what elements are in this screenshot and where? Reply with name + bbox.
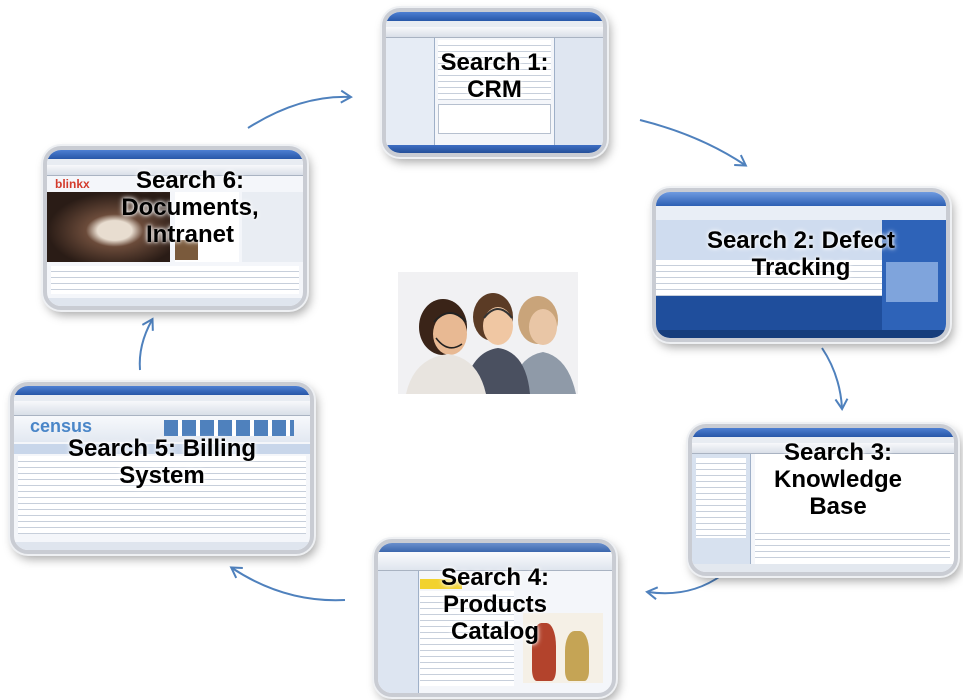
- billing-system-label-line-2: System: [119, 461, 205, 489]
- crm-label-line-1: Search 1:: [440, 49, 549, 76]
- documents-intranet-label-line-1: Search 6:: [135, 167, 245, 194]
- card-knowledge-base[interactable]: Search 3: Knowledge Base: [688, 424, 958, 576]
- documents-intranet-label: Search 6: Documents, Intranet: [77, 167, 303, 249]
- products-catalog-label-line-1: Search 4:: [440, 564, 550, 591]
- defect-tracking-label: Search 2: Defect Tracking: [656, 227, 946, 282]
- crm-label: Search 1: CRM: [386, 49, 603, 104]
- knowledge-base-screenshot: [692, 428, 954, 572]
- census-logo: census: [30, 416, 93, 436]
- products-catalog-screenshot: [378, 543, 612, 693]
- knowledge-base-label-line-1: Search 3:: [783, 439, 893, 466]
- card-documents-intranet[interactable]: blinkx Search 6: Documents, Intranet: [43, 146, 307, 310]
- products-catalog-label: Search 4: Products Catalog: [378, 564, 612, 646]
- defect-tracking-screenshot: [656, 192, 946, 338]
- arrow-search2-to-search3: [821, 347, 849, 411]
- card-billing-system[interactable]: census Search 5: Billing System: [10, 382, 314, 554]
- documents-intranet-label-line-3: Intranet: [145, 220, 234, 248]
- products-catalog-label-line-2: Products: [442, 590, 547, 618]
- billing-system-label-line-1: Search 5: Billing: [67, 435, 257, 462]
- card-defect-tracking[interactable]: Search 2: Defect Tracking: [652, 188, 950, 342]
- blinkx-logo: blinkx: [55, 177, 90, 191]
- arrow-search5-to-search6: [138, 317, 154, 371]
- billing-system-screenshot: census: [14, 386, 310, 550]
- defect-tracking-label-line-1: Search 2: Defect: [706, 227, 896, 254]
- crm-screenshot: [386, 12, 603, 153]
- card-crm[interactable]: Search 1: CRM: [382, 8, 607, 157]
- defect-tracking-label-line-2: Tracking: [751, 253, 851, 281]
- headset-agents-icon: [398, 272, 578, 394]
- arrow-search3-to-search4: [645, 574, 723, 600]
- arrow-search1-to-search2: [639, 119, 748, 167]
- documents-intranet-label-line-2: Documents,: [121, 193, 259, 221]
- call-center-agents-photo: [398, 272, 578, 394]
- knowledge-base-label-line-3: Base: [809, 492, 867, 520]
- products-catalog-label-line-3: Catalog: [450, 617, 539, 645]
- knowledge-base-label: Search 3: Knowledge Base: [722, 439, 954, 521]
- documents-intranet-screenshot: blinkx: [47, 150, 303, 306]
- arrow-search4-to-search5: [229, 566, 346, 602]
- billing-system-label: Search 5: Billing System: [14, 435, 310, 490]
- arrow-search6-to-search1: [247, 89, 353, 129]
- knowledge-base-label-line-2: Knowledge: [773, 465, 902, 493]
- card-products-catalog[interactable]: Search 4: Products Catalog: [374, 539, 616, 697]
- crm-label-line-2: CRM: [467, 75, 522, 103]
